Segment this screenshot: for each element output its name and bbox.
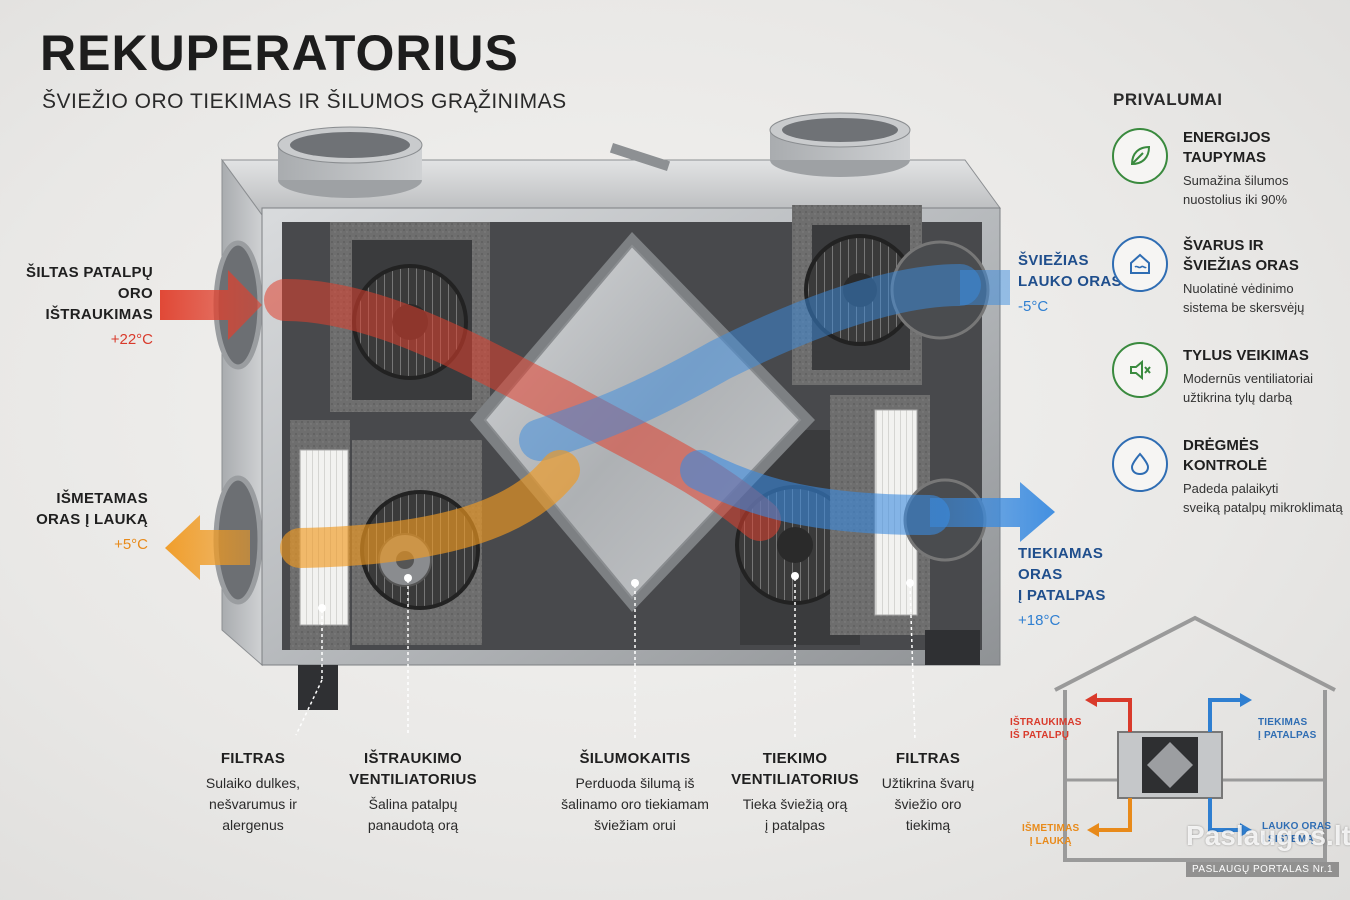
component-desc-line: nešvarumus ir	[209, 796, 297, 812]
mini-house-diagram	[1054, 615, 1336, 862]
advantage-desc-2: sistema be skersvėjų	[1183, 300, 1305, 315]
fresh-intake-title-1: ŠVIEŽIAS	[1018, 252, 1089, 269]
component-title-2: VENTILIATORIUS	[731, 771, 859, 788]
supply-label: TIEKIAMAS ORAS Į PATALPAS +18°C	[1018, 543, 1138, 631]
component-title-2: VENTILIATORIUS	[349, 771, 477, 788]
component-filter-right: FILTRAS Užtikrina švarų šviežio oro tiek…	[853, 748, 1003, 836]
component-title: TIEKIMO	[762, 750, 828, 767]
component-filter-left: FILTRAS Sulaiko dulkes, nešvarumus ir al…	[178, 748, 328, 836]
advantage-quiet: TYLUS VEIKIMAS Modernūs ventiliatoriai u…	[1112, 342, 1342, 412]
mini-exhaust-out-label: IŠMETIMAS Į LAUKĄ	[1022, 822, 1079, 848]
top-duct-right	[769, 112, 911, 177]
advantage-title: TYLUS VEIKIMAS	[1183, 347, 1309, 364]
supply-title-2: Į PATALPAS	[1018, 587, 1106, 604]
watermark-brand: Paslaugos.lt	[1186, 820, 1350, 851]
warm-exhaust-title-2: ORO IŠTRAUKIMAS	[45, 285, 153, 323]
fresh-intake-flow	[519, 264, 981, 461]
warm-exhaust-temp: +22°C	[110, 331, 153, 348]
fresh-intake-temp: -5°C	[1018, 298, 1049, 315]
advantage-desc-2: užtikrina tylų darbą	[1183, 390, 1293, 405]
component-desc-line: į patalpas	[765, 817, 825, 833]
watermark-tagline: PASLAUGŲ PORTALAS Nr.1	[1186, 862, 1340, 877]
supply-arrow	[930, 482, 1055, 542]
supply-flow	[680, 450, 950, 535]
advantage-desc-2: sveiką patalpų mikroklimatą	[1183, 500, 1343, 515]
mini-supply-label: TIEKIMAS Į PATALPAS	[1258, 716, 1316, 742]
mini-label-line: IŠ PATALPŲ	[1010, 730, 1070, 741]
mini-label-line: TIEKIMAS	[1258, 717, 1308, 728]
page-subtitle: ŠVIEŽIO ORO TIEKIMAS IR ŠILUMOS GRĄŽINIM…	[42, 90, 567, 113]
advantage-title: ENERGIJOS	[1183, 129, 1271, 146]
advantage-desc: Modernūs ventiliatoriai	[1183, 371, 1314, 386]
advantages-title: PRIVALUMAI	[1113, 90, 1223, 109]
droplet-icon	[1112, 436, 1168, 492]
component-desc-line: šviežio oro	[894, 796, 962, 812]
component-desc-line: šviežiam orui	[594, 817, 676, 833]
mini-exhaust-in-label: IŠTRAUKIMAS IŠ PATALPŲ	[1010, 716, 1082, 742]
house-icon	[1112, 236, 1168, 292]
advantage-title-2: KONTROLĖ	[1183, 457, 1268, 474]
component-desc-line: Perduoda šilumą iš	[575, 775, 695, 791]
warm-exhaust-title-1: ŠILTAS PATALPŲ	[26, 264, 153, 281]
component-desc-line: Užtikrina švarų	[881, 775, 975, 791]
component-exhaust-fan: IŠTRAUKIMO VENTILIATORIUS Šalina patalpų…	[338, 748, 488, 836]
component-desc-line: tiekimą	[905, 817, 951, 833]
advantage-desc: Nuolatinė vėdinimo	[1183, 281, 1294, 296]
warm-exhaust-arrow	[160, 270, 262, 340]
fresh-intake-arrow	[960, 270, 1010, 305]
component-title: ŠILUMOKAITIS	[579, 750, 691, 767]
exhaust-out-title-1: IŠMETAMAS	[56, 490, 148, 507]
component-title: FILTRAS	[895, 750, 961, 767]
component-desc-line: panaudotą orą	[367, 817, 459, 833]
component-desc-line: alergenus	[222, 817, 284, 833]
advantage-title: ŠVARUS IR	[1183, 237, 1264, 254]
component-supply-fan: TIEKIMO VENTILIATORIUS Tieka šviežią orą…	[720, 748, 870, 836]
supply-temp: +18°C	[1018, 612, 1061, 629]
exhaust-out-arrow	[165, 515, 250, 580]
exhaust-out-temp: +5°C	[114, 536, 148, 553]
top-duct-left	[277, 126, 423, 198]
exhaust-out-title-2: ORAS Į LAUKĄ	[36, 511, 148, 528]
mini-label-line: IŠTRAUKIMAS	[1010, 717, 1082, 728]
advantage-desc-2: nuostolius iki 90%	[1183, 192, 1288, 207]
leaf-icon	[1112, 128, 1168, 184]
advantage-desc: Padeda palaikyti	[1183, 481, 1279, 496]
exhaust-out-label: IŠMETAMAS ORAS Į LAUKĄ +5°C	[18, 488, 148, 555]
supply-title-1: TIEKIAMAS ORAS	[1018, 545, 1104, 583]
component-desc-line: Šalina patalpų	[368, 796, 458, 812]
advantage-title-2: TAUPYMAS	[1183, 149, 1267, 166]
page-title: REKUPERATORIUS	[40, 25, 519, 81]
advantage-clean-air: ŠVARUS IR ŠVIEŽIAS ORAS Nuolatinė vėdini…	[1112, 236, 1342, 316]
callout-lines	[295, 578, 916, 741]
advantage-energy: ENERGIJOS TAUPYMAS Sumažina šilumos nuos…	[1112, 128, 1342, 208]
mini-label-line: Į LAUKĄ	[1029, 836, 1072, 847]
component-title: FILTRAS	[220, 750, 286, 767]
component-title: IŠTRAUKIMO	[364, 750, 462, 767]
component-desc-line: Tieka šviežią orą	[742, 796, 848, 812]
callout-dots	[318, 572, 914, 612]
advantage-desc: Sumažina šilumos	[1183, 173, 1289, 188]
warm-exhaust-label: ŠILTAS PATALPŲ ORO IŠTRAUKIMAS +22°C	[18, 262, 153, 350]
mini-label-line: Į PATALPAS	[1258, 730, 1317, 741]
cabinet-foot-right	[925, 630, 980, 665]
advantage-humidity: DRĖGMĖS KONTROLĖ Padeda palaikyti sveiką…	[1112, 436, 1343, 516]
mini-outdoor-label: LAUKO ORAS Į SISTEMĄ	[1262, 820, 1331, 846]
mini-label-line: LAUKO ORAS	[1262, 821, 1332, 832]
mini-label-line: Į SISTEMĄ	[1262, 834, 1314, 845]
component-heat-exchanger: ŠILUMOKAITIS Perduoda šilumą iš šalinamo…	[545, 748, 725, 836]
exhaust-out-flow	[280, 450, 580, 568]
component-desc-line: šalinamo oro tiekiamam	[561, 796, 709, 812]
component-desc-line: Sulaiko dulkes,	[205, 775, 301, 791]
advantage-title-2: ŠVIEŽIAS ORAS	[1183, 257, 1299, 274]
advantage-title: DRĖGMĖS	[1183, 437, 1259, 454]
fresh-intake-title-2: LAUKO ORAS	[1018, 273, 1122, 290]
speaker-mute-icon	[1112, 342, 1168, 398]
mini-label-line: IŠMETIMAS	[1022, 823, 1080, 834]
fresh-intake-label: ŠVIEŽIAS LAUKO ORAS -5°C	[1018, 250, 1138, 317]
